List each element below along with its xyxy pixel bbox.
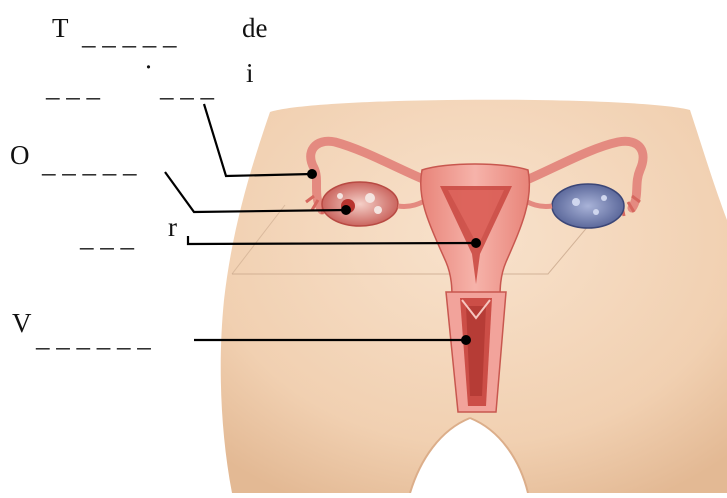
label-tube-start: T — [52, 13, 69, 43]
label-tube-dot: · — [144, 52, 153, 82]
label-tube-end: de — [242, 13, 268, 43]
label-ovary-start: O — [10, 140, 30, 170]
endpoint-tube — [307, 169, 317, 179]
label-uterus: _ _ _ r — [79, 212, 177, 252]
label-vagina-blank: _ _ _ _ _ _ — [35, 322, 151, 352]
left-ovary — [322, 182, 398, 226]
label-tube-blank-b: _ _ _ — [159, 72, 215, 102]
label-ovary-blank: _ _ _ _ _ — [41, 148, 137, 178]
label-vagina: V _ _ _ _ _ _ — [12, 308, 151, 352]
label-ovary: O _ _ _ _ _ — [10, 140, 137, 178]
label-tube-end2: i — [246, 58, 254, 88]
endpoint-uterus — [471, 238, 481, 248]
right-ovary — [552, 184, 624, 228]
label-tube-blank: _ _ _ _ _ — [81, 20, 177, 50]
label-tube-blank-a: _ _ _ — [45, 72, 101, 102]
label-tube: T _ _ _ _ _ de _ _ _ · _ _ _ i — [45, 13, 268, 102]
endpoint-vagina — [461, 335, 471, 345]
endpoint-ovary — [341, 205, 351, 215]
label-uterus-blank: _ _ _ — [79, 222, 135, 252]
label-uterus-end: r — [168, 212, 177, 242]
label-vagina-start: V — [12, 308, 32, 338]
